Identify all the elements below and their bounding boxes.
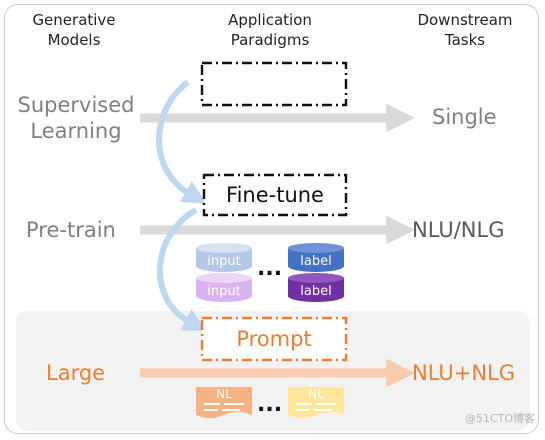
label-supervised-learning: Supervised Learning	[17, 93, 135, 143]
finetune-label: Fine-tune	[226, 183, 324, 207]
label-pre-train: Pre-train	[26, 218, 116, 242]
diagram-frame	[4, 4, 539, 434]
input-cylinder-blue: input	[196, 243, 252, 272]
header-application-paradigms: Application Paradigms	[228, 11, 312, 49]
finetune-data-ellipsis: ...	[257, 256, 283, 281]
prompt-data-ellipsis: ...	[257, 392, 283, 417]
curve-arrow-supervised-to-finetune	[156, 79, 207, 204]
label-cylinder-blue: label	[288, 243, 344, 272]
nl-document-yellow: NL	[288, 387, 344, 418]
watermark: @51CTO博客	[464, 412, 535, 425]
prompt-label: Prompt	[236, 327, 312, 351]
curve-arrow-pretrain-to-prompt	[156, 207, 207, 331]
input-cylinder-purple: input	[196, 273, 252, 302]
label-nlu-plus-nlg: NLU+NLG	[412, 361, 516, 385]
prompt-box	[200, 316, 348, 362]
finetune-box	[202, 173, 348, 217]
label-large: Large	[46, 361, 106, 385]
nl-document-orange: NL	[196, 387, 252, 418]
label-cylinder-purple: label	[288, 273, 344, 302]
header-downstream-tasks: Downstream Tasks	[417, 11, 513, 49]
empty-paradigm-box	[200, 61, 348, 107]
label-nlu-nlg: NLU/NLG	[412, 218, 505, 242]
label-single: Single	[432, 105, 497, 129]
header-generative-models: Generative Models	[32, 11, 116, 49]
